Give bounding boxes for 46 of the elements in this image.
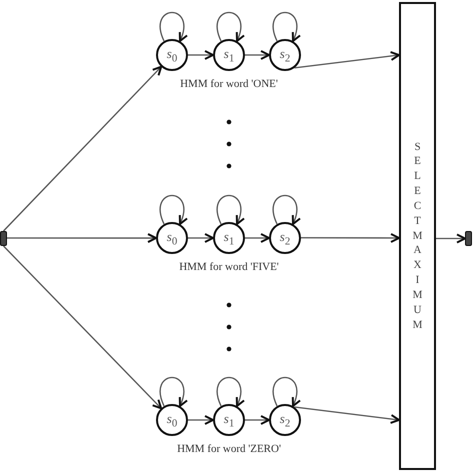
self-loop-arrow — [160, 376, 188, 407]
select-maximum-box — [399, 2, 436, 470]
state-label: s$_{0}$ — [166, 410, 178, 430]
state-label: s$_{0}$ — [166, 46, 178, 64]
arrow — [436, 234, 466, 244]
state-circle — [269, 222, 301, 254]
state-label: s$_{1}$ — [224, 46, 234, 64]
state-circle — [213, 222, 245, 254]
state-circle — [269, 39, 301, 71]
self-loop-arrow — [216, 194, 244, 225]
arrow — [294, 406, 400, 424]
self-loop-arrow — [216, 376, 244, 407]
model-caption: HMM for word 'ZERO' — [177, 443, 281, 455]
arrow — [294, 51, 400, 69]
state-label: s$_{2}$ — [280, 410, 290, 430]
state-label: s$_{1}$ — [224, 228, 234, 248]
state-label: s$_{0}$ — [166, 228, 178, 248]
arrow — [245, 233, 270, 243]
arrow — [301, 232, 400, 243]
state-circle — [156, 39, 188, 71]
model-caption: HMM for word 'FIVE' — [179, 261, 279, 273]
arrow — [245, 415, 270, 425]
state-circle — [269, 404, 301, 436]
arrow — [3, 66, 162, 232]
state-label: s$_{2}$ — [280, 228, 290, 248]
self-loop-arrow — [272, 194, 300, 225]
terminal-bar — [465, 231, 472, 246]
state-label: s$_{1}$ — [224, 410, 234, 430]
terminal-bar — [0, 231, 7, 246]
model-caption: HMM for word 'ONE' — [180, 78, 278, 90]
self-loop-arrow — [160, 12, 188, 42]
arrow — [188, 50, 214, 60]
state-label: s$_{2}$ — [280, 46, 290, 64]
self-loop-arrow — [272, 12, 300, 42]
self-loop-arrow — [272, 376, 300, 407]
self-loop-arrow — [216, 12, 244, 42]
arrow — [188, 233, 214, 243]
arrow — [3, 246, 162, 410]
state-circle — [213, 39, 245, 71]
state-circle — [156, 222, 188, 254]
self-loop-arrow — [160, 194, 188, 225]
arrow — [188, 415, 214, 425]
state-circle — [156, 404, 188, 436]
state-circle — [213, 404, 245, 436]
arrow — [245, 50, 270, 60]
vertical-label: SELECT MAXIMUM — [412, 140, 423, 332]
